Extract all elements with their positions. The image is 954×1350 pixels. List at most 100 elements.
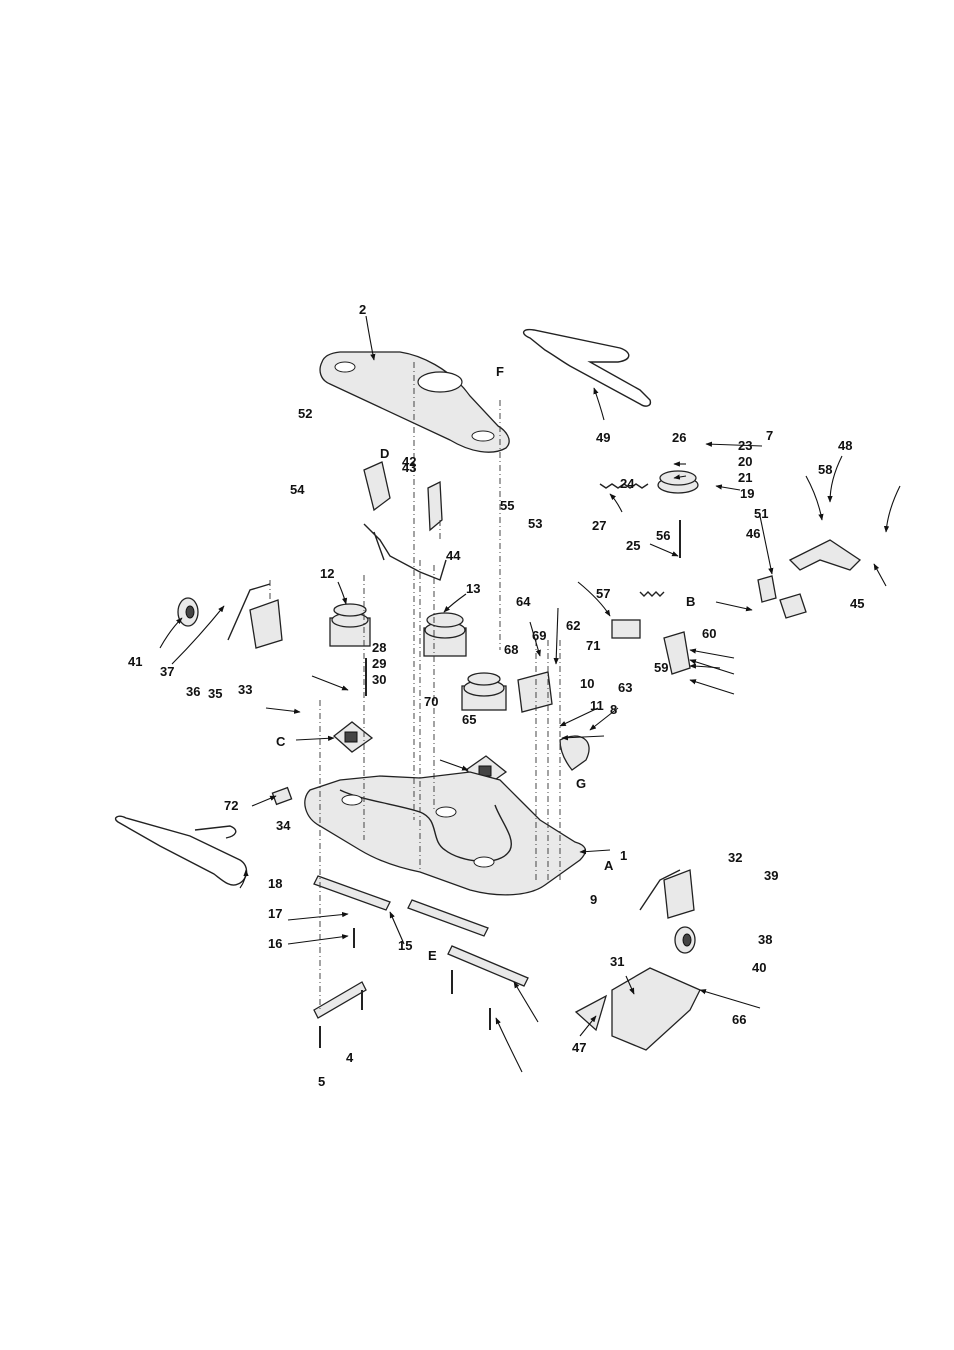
callout-label: 16 [268,936,282,951]
callout-label: 46 [746,526,760,541]
callout-label: 52 [298,406,312,421]
callout-label: 33 [238,682,252,697]
deck-opening-left [342,795,362,805]
callout-label: 64 [516,594,531,609]
shield-hole-small [335,362,355,372]
callout-label: 54 [290,482,305,497]
callout-label: 28 [372,640,386,655]
deck-opening-right [474,857,494,867]
callout-label: 8 [610,702,617,717]
wheel-bracket-32 [664,870,694,918]
chute-deflector-46 [576,996,606,1030]
callout-label: 72 [224,798,238,813]
callout-label: 57 [596,586,610,601]
callout-label: 27 [592,518,606,533]
callout-label: 39 [764,868,778,883]
callout-label: 35 [208,686,222,701]
callout-label: 59 [654,660,668,675]
callout-label: 36 [186,684,200,699]
callout-label: 41 [128,654,142,669]
callout-label: 51 [754,506,768,521]
callout-label: 44 [446,548,461,563]
callout-label: C [276,734,286,749]
callout-label: 7 [766,428,773,443]
callout-label: 29 [372,656,386,671]
spindle-pulley-right [462,673,506,710]
rear-hanger-44 [790,540,860,570]
callout-label: 9 [590,892,597,907]
callout-label: B [686,594,695,609]
callout-label: 1 [620,848,627,863]
callout-label: 69 [532,628,546,643]
callout-label: 2 [359,302,366,317]
callout-label: 43 [402,460,416,475]
callout-label: 30 [372,672,386,687]
callout-label: 37 [160,664,174,679]
bearing-housing-left [334,722,372,752]
callout-label: 24 [620,476,635,491]
callout-label: G [576,776,586,791]
callout-label: 34 [276,818,291,833]
callout-label: 20 [738,454,752,469]
link-45-upper [758,576,776,602]
callout-label: 10 [580,676,594,691]
callout-label: 31 [610,954,624,969]
callout-label: A [604,858,614,873]
baffle-4 [314,982,366,1018]
callout-label: 18 [268,876,282,891]
callout-label: 40 [752,960,766,975]
callout-label: 56 [656,528,670,543]
callout-label: 45 [850,596,864,611]
callout-label: 58 [818,462,832,477]
belt-bottom [116,816,247,885]
callout-label: E [428,948,437,963]
callout-label: 4 [346,1050,354,1065]
callout-label: 5 [318,1074,325,1089]
callout-label: 48 [838,438,852,453]
bracket-41-left [364,462,390,510]
callout-label: 71 [586,638,600,653]
callout-label: 32 [728,850,742,865]
callout-label: 62 [566,618,580,633]
callout-label: 47 [572,1040,586,1055]
spindle-pulley-center [424,613,466,656]
wheel-bracket-33 [250,600,282,648]
blade-center [408,900,488,936]
callout-label: 65 [462,712,476,727]
callout-label: 60 [702,626,716,641]
callout-label: 26 [672,430,686,445]
gauge-wheel-left [178,598,198,626]
belt-top [524,330,651,406]
mower-deck [305,772,586,895]
idler-pulley [658,471,698,493]
callout-label: 49 [596,430,610,445]
discharge-chute-63 [612,968,700,1050]
callout-label: 11 [590,698,604,713]
strap-8 [560,736,589,770]
link-45-lower [780,594,806,618]
callout-label: 55 [500,498,514,513]
callout-label: 17 [268,906,282,921]
gauge-wheel-right [675,927,695,953]
bracket-58 [612,620,640,638]
callout-label: F [496,364,504,379]
blade-right [448,946,528,986]
callout-label: 13 [466,581,480,596]
shield-hole [418,372,462,392]
callout-label: 12 [320,566,334,581]
callout-label: 38 [758,932,772,947]
plate-65 [518,672,552,712]
callout-label: 66 [732,1012,746,1027]
callout-label: 23 [738,438,752,453]
callout-label: 21 [738,470,752,485]
deck-opening-center [436,807,456,817]
callout-label: 70 [424,694,438,709]
front-hanger-43 [364,524,446,580]
shield-hole-right [472,431,494,441]
callout-label: 25 [626,538,640,553]
callout-label: 53 [528,516,542,531]
callout-label: D [380,446,389,461]
spring-54 [640,592,664,596]
blade-left [314,876,390,910]
